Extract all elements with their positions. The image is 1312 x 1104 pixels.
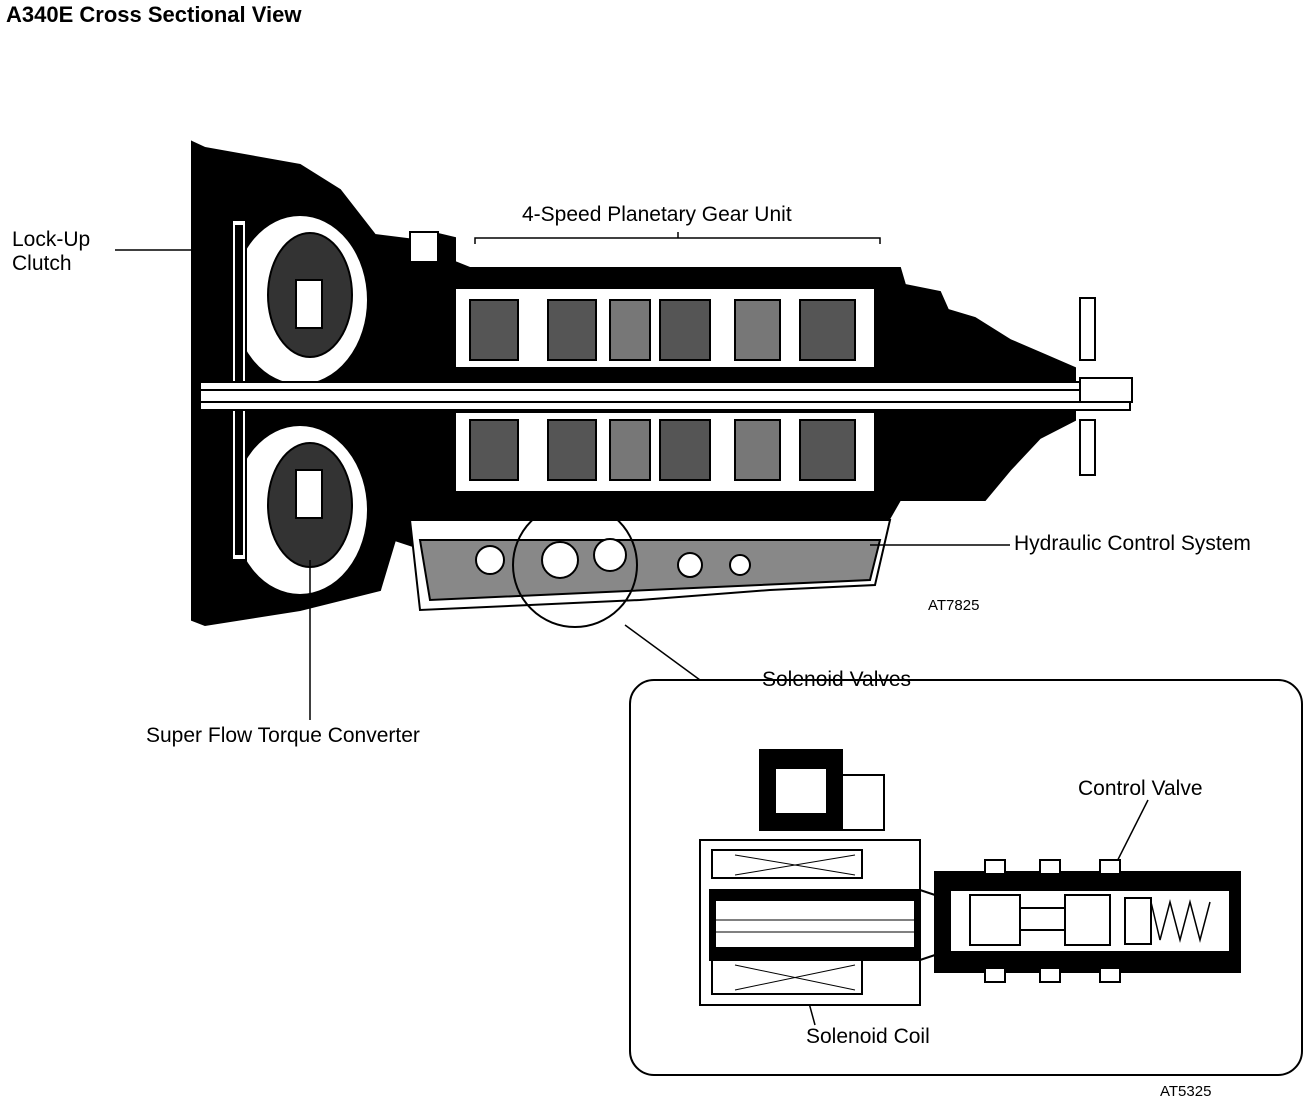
- hydraulic-control-system-label: Hydraulic Control System: [1014, 532, 1251, 555]
- figure-code-detail: AT5325: [1160, 1083, 1212, 1100]
- solenoid-coil-label: Solenoid Coil: [806, 1025, 930, 1048]
- diagram-title: A340E Cross Sectional View: [6, 2, 302, 27]
- figure-code-main: AT7825: [928, 597, 980, 614]
- control-valve-label: Control Valve: [1078, 777, 1203, 800]
- planetary-gear-unit-label: 4-Speed Planetary Gear Unit: [522, 203, 792, 226]
- lockup-clutch-label: Lock-Up Clutch: [12, 228, 91, 276]
- solenoid-valves-label: Solenoid Valves: [762, 668, 912, 691]
- transmission-body: [191, 140, 1133, 627]
- detail-inset-box: [629, 679, 1303, 1076]
- detail-circle: [512, 502, 638, 628]
- solenoid-valve-drawing: [699, 749, 1241, 1006]
- torque-converter-label: Super Flow Torque Converter: [146, 724, 420, 747]
